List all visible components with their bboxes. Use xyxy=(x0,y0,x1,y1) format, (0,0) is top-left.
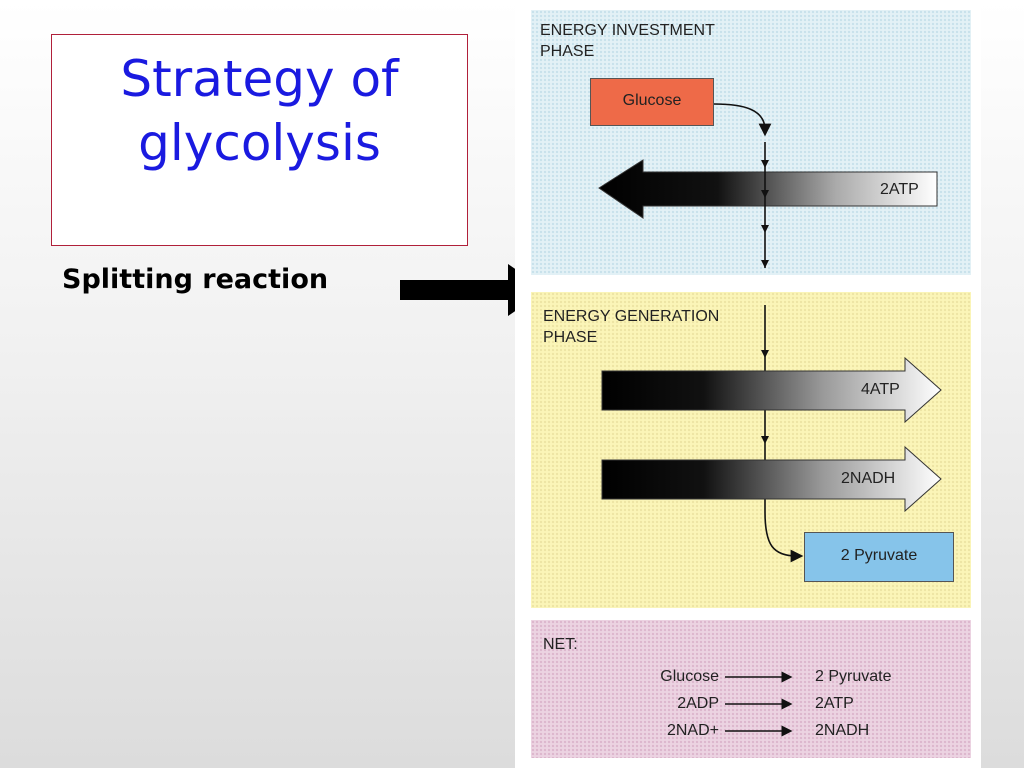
generation-phase-label: ENERGY GENERATION PHASE xyxy=(543,306,719,348)
splitting-reaction-label: Splitting reaction xyxy=(62,264,329,295)
gen-atp-label: 4ATP xyxy=(861,381,900,398)
gen-atp-arrow xyxy=(601,356,942,424)
net-row-1-from: Glucose xyxy=(660,668,719,685)
gen-nadh-label: 2NADH xyxy=(841,470,896,487)
net-panel xyxy=(531,620,971,758)
invest-atp-arrow xyxy=(598,159,938,219)
energy-investment-panel xyxy=(531,10,971,275)
glycolysis-figure: ENERGY INVESTMENT PHASE ENERGY GENERATIO… xyxy=(515,0,981,768)
glucose-box: Glucose xyxy=(590,78,714,126)
investment-phase-label: ENERGY INVESTMENT PHASE xyxy=(540,20,715,62)
gen-nadh-arrow xyxy=(601,445,942,513)
investment-phase-line1: ENERGY INVESTMENT xyxy=(540,22,715,39)
net-row-1-to: 2 Pyruvate xyxy=(815,668,892,685)
glucose-label: Glucose xyxy=(622,92,682,109)
pyruvate-box: 2 Pyruvate xyxy=(804,532,954,582)
generation-phase-line1: ENERGY GENERATION xyxy=(543,308,720,325)
slide-title: Strategy of glycolysis xyxy=(52,47,467,175)
pointer-arrow-icon xyxy=(400,264,546,316)
pyruvate-curve-arrow xyxy=(764,511,804,563)
pathway-arrows xyxy=(598,103,942,737)
title-line-2: glycolysis xyxy=(138,114,381,172)
generation-phase-line2: PHASE xyxy=(543,329,598,346)
net-row-2-from: 2ADP xyxy=(677,695,719,712)
pyruvate-label: 2 Pyruvate xyxy=(840,547,918,564)
glucose-curve-arrow xyxy=(713,103,772,137)
net-label: NET: xyxy=(543,636,578,653)
net-row-3-from: 2NAD+ xyxy=(666,722,719,739)
net-row-2-to: 2ATP xyxy=(815,695,854,712)
investment-phase-line2: PHASE xyxy=(540,43,595,60)
invest-atp-label: 2ATP xyxy=(880,181,919,198)
title-box: Strategy of glycolysis xyxy=(51,34,468,246)
title-line-1: Strategy of xyxy=(120,50,399,108)
net-row-3-to: 2NADH xyxy=(815,722,870,739)
